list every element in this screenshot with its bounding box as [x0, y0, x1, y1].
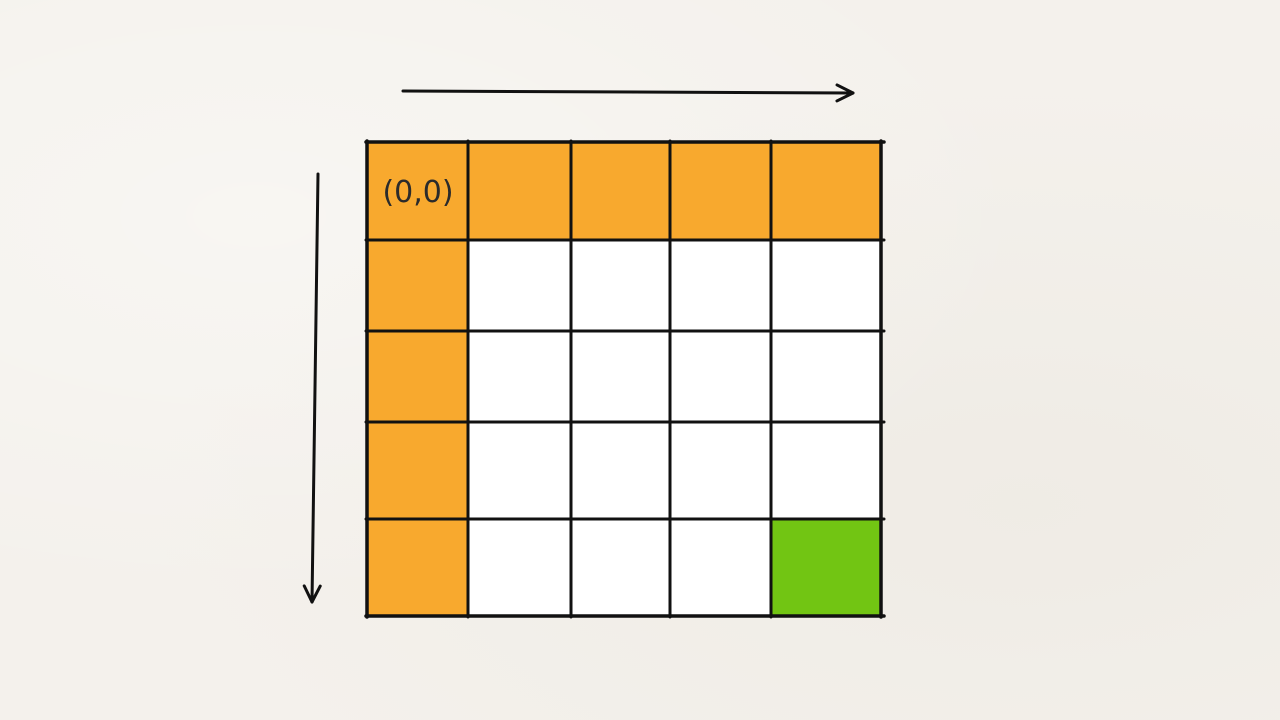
grid-cell-empty-r3-c1 — [468, 422, 571, 519]
grid-cell-highlight-r0-c4 — [771, 142, 881, 240]
grid-cell-highlight-r0-c2 — [571, 142, 670, 240]
grid-lines — [364, 139, 886, 619]
grid-cell-empty-r1-c4 — [771, 240, 881, 331]
grid-cell-empty-r2-c2 — [571, 331, 670, 422]
grid-cell-empty-r2-c4 — [771, 331, 881, 422]
grid-cell-highlight-r3-c0 — [367, 422, 468, 519]
grid-cell-highlight-r1-c0 — [367, 240, 468, 331]
grid-cells — [367, 142, 881, 616]
grid-cell-highlight-r0-c3 — [670, 142, 771, 240]
grid-cell-empty-r4-c1 — [468, 519, 571, 616]
grid-cell-empty-r4-c2 — [571, 519, 670, 616]
grid-cell-empty-r2-c1 — [468, 331, 571, 422]
grid-cell-highlight-r0-c0 — [367, 142, 468, 240]
grid-cell-highlight-r4-c0 — [367, 519, 468, 616]
grid-cell-empty-r1-c3 — [670, 240, 771, 331]
grid-cell-highlight-r0-c1 — [468, 142, 571, 240]
grid-cell-highlight-r2-c0 — [367, 331, 468, 422]
grid-cell-empty-r1-c1 — [468, 240, 571, 331]
grid-cell-empty-r2-c3 — [670, 331, 771, 422]
right-arrow — [401, 83, 855, 103]
grid-cell-empty-r4-c3 — [670, 519, 771, 616]
grid-cell-empty-r1-c2 — [571, 240, 670, 331]
grid-cell-target-r4-c4 — [771, 519, 881, 616]
grid-cell-empty-r3-c3 — [670, 422, 771, 519]
grid-cell-empty-r3-c4 — [771, 422, 881, 519]
origin-label: (0,0) — [382, 175, 453, 210]
grid-cell-empty-r3-c2 — [571, 422, 670, 519]
down-arrow — [302, 172, 322, 604]
